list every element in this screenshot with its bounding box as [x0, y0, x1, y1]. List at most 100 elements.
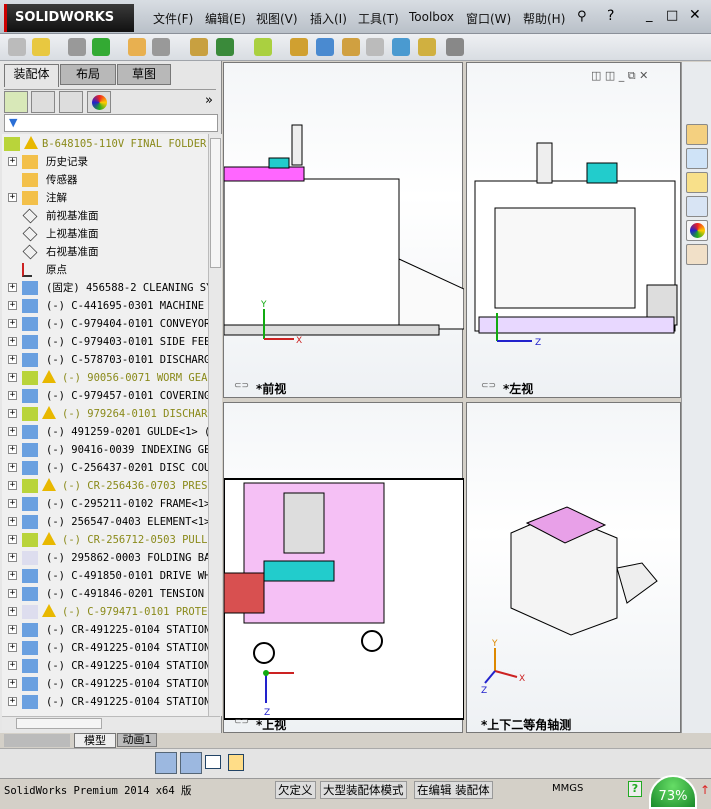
feature-manager-tab-icon[interactable] — [4, 91, 28, 113]
menu-tools[interactable]: 工具(T) — [358, 12, 399, 26]
expand-icon[interactable]: + — [8, 570, 17, 580]
expand-icon[interactable]: + — [8, 462, 17, 472]
expand-icon[interactable]: + — [8, 552, 17, 562]
viewport-isometric[interactable]: Y X Z *上下二等角轴测 — [466, 402, 681, 733]
tree-item[interactable]: +(-) 256547-0403 ELEMENT<1> — [2, 513, 208, 531]
tab-sketch[interactable]: 草图 — [117, 64, 171, 85]
tab-model[interactable]: 模型 — [74, 733, 116, 748]
toolbar-button-icon[interactable] — [418, 38, 436, 56]
toolbar-button-icon[interactable] — [316, 38, 334, 56]
tree-item[interactable]: +(-) C-491850-0101 DRIVE WHE: — [2, 567, 208, 585]
toolbar-button-icon[interactable] — [366, 38, 384, 56]
view-palette-icon[interactable] — [686, 196, 708, 217]
tab-assembly[interactable]: 装配体 — [4, 64, 59, 87]
viewport-window-controls[interactable]: ◫ ◫ _ ⧉ ✕ — [591, 69, 649, 82]
menu-file[interactable]: 文件(F) — [153, 12, 194, 26]
tree-item[interactable]: +(-) CR-256436-0703 PRESSU — [2, 477, 208, 495]
view-link-icon[interactable]: ⊂⊃ — [234, 717, 250, 727]
solidworks-resources-icon[interactable] — [686, 124, 708, 145]
menu-view[interactable]: 视图(V) — [256, 12, 298, 26]
view-link-icon[interactable]: ⊂⊃ — [234, 381, 250, 391]
toolbar-button-icon[interactable] — [8, 38, 26, 56]
viewport-top[interactable]: Z ⊂⊃ *上视 — [223, 402, 465, 733]
expand-icon[interactable]: + — [8, 336, 17, 346]
tree-item[interactable]: +(-) CR-491225-0104 STATIONC: — [2, 675, 208, 693]
tree-item[interactable]: 右视基准面 — [2, 243, 208, 261]
file-explorer-icon[interactable] — [686, 172, 708, 193]
expand-icon[interactable]: + — [8, 642, 17, 652]
toolbar-button-icon[interactable] — [254, 38, 272, 56]
tree-item[interactable]: B-648105-110V FINAL FOLDER — [2, 135, 208, 153]
toolbar-button-icon[interactable] — [342, 38, 360, 56]
expand-icon[interactable]: + — [8, 516, 17, 526]
shaded-view-icon[interactable] — [180, 752, 202, 774]
tree-item[interactable]: 前视基准面 — [2, 207, 208, 225]
more-tabs-button[interactable]: » — [205, 93, 213, 108]
appearances-icon[interactable] — [686, 220, 708, 241]
toolbar-button-icon[interactable] — [128, 38, 146, 56]
toolbar-button-icon[interactable] — [190, 38, 208, 56]
tree-item[interactable]: +(-) C-491846-0201 TENSION S: — [2, 585, 208, 603]
tree-item[interactable]: +(-) 90416-0039 INDEXING GEA: — [2, 441, 208, 459]
axis-triad-icon[interactable] — [155, 752, 177, 774]
menu-help[interactable]: 帮助(H) — [523, 12, 566, 26]
tab-scroll-buttons[interactable] — [4, 734, 70, 747]
toolbar-button-icon[interactable] — [68, 38, 86, 56]
tree-item[interactable]: +(-) C-979457-0101 COVERING : — [2, 387, 208, 405]
expand-icon[interactable]: + — [8, 156, 17, 166]
tree-item[interactable]: +(-) C-295211-0102 FRAME<1> — [2, 495, 208, 513]
menu-insert[interactable]: 插入(I) — [310, 12, 347, 26]
tree-item[interactable]: +历史记录 — [2, 153, 208, 171]
tree-vertical-scrollbar[interactable] — [208, 134, 222, 716]
restore-button[interactable]: □ — [666, 8, 679, 23]
edit-appearance-icon[interactable] — [228, 754, 244, 771]
table-icon[interactable] — [205, 755, 221, 769]
tree-item[interactable]: +(-) C-979404-0101 CONVEYOR< — [2, 315, 208, 333]
toolbar-button-icon[interactable] — [152, 38, 170, 56]
menu-window[interactable]: 窗口(W) — [466, 12, 512, 26]
expand-icon[interactable]: + — [8, 390, 17, 400]
tab-motion-study[interactable]: 动画1 — [117, 733, 157, 747]
tree-item[interactable]: +(-) C-979403-0101 SIDE FEED: — [2, 333, 208, 351]
expand-icon[interactable]: + — [8, 408, 17, 418]
toolbar-button-icon[interactable] — [32, 38, 50, 56]
tree-item[interactable]: 原点 — [2, 261, 208, 279]
viewport-front[interactable]: Y X ⊂⊃ *前视 — [223, 62, 465, 398]
toolbar-button-icon[interactable] — [92, 38, 110, 56]
tree-item[interactable]: +(-) CR-491225-0104 STATIONC: — [2, 657, 208, 675]
expand-icon[interactable]: + — [8, 444, 17, 454]
toolbar-button-icon[interactable] — [446, 38, 464, 56]
units-selector[interactable]: MMGS — [552, 783, 584, 794]
tree-item[interactable]: +(-) C-578703-0101 DISCHARGE: — [2, 351, 208, 369]
tree-item[interactable]: +(-) 90056-0071 WORM GEAR: — [2, 369, 208, 387]
toolbar-button-icon[interactable] — [216, 38, 234, 56]
expand-icon[interactable]: + — [8, 426, 17, 436]
expand-icon[interactable]: + — [8, 606, 17, 616]
expand-icon[interactable]: + — [8, 480, 17, 490]
tree-item[interactable]: +(-) CR-491225-0104 STATIONC: — [2, 693, 208, 711]
display-manager-tab-icon[interactable] — [87, 91, 111, 113]
tree-item[interactable]: +(-) 979264-0101 DISCHARGI — [2, 405, 208, 423]
design-library-icon[interactable] — [686, 148, 708, 169]
tree-item[interactable]: +注解 — [2, 189, 208, 207]
expand-icon[interactable]: + — [8, 372, 17, 382]
expand-icon[interactable]: + — [8, 318, 17, 328]
tree-item[interactable]: +(-) C-979471-0101 PROTECT — [2, 603, 208, 621]
expand-icon[interactable]: + — [8, 192, 17, 202]
filter-input[interactable]: ▼ — [4, 114, 218, 132]
tree-item[interactable]: 上视基准面 — [2, 225, 208, 243]
tree-item[interactable]: +(-) 295862-0003 FOLDING BAR — [2, 549, 208, 567]
view-link-icon[interactable]: ⊂⊃ — [481, 381, 497, 391]
viewport-left[interactable]: Z ⊂⊃ *左视 ◫ ◫ _ ⧉ ✕ — [466, 62, 681, 398]
toolbar-button-icon[interactable] — [392, 38, 410, 56]
property-manager-tab-icon[interactable] — [31, 91, 55, 113]
expand-icon[interactable]: + — [8, 624, 17, 634]
minimize-button[interactable]: _ — [646, 8, 653, 23]
tree-item[interactable]: +(-) CR-491225-0104 STATIONC: — [2, 621, 208, 639]
menu-toolbox[interactable]: Toolbox — [409, 10, 454, 24]
expand-icon[interactable]: + — [8, 660, 17, 670]
menu-edit[interactable]: 编辑(E) — [205, 12, 246, 26]
expand-icon[interactable]: + — [8, 282, 17, 292]
tree-item[interactable]: +(-) C-441695-0301 MACHINE B( — [2, 297, 208, 315]
tree-horizontal-scrollbar[interactable] — [2, 716, 220, 730]
